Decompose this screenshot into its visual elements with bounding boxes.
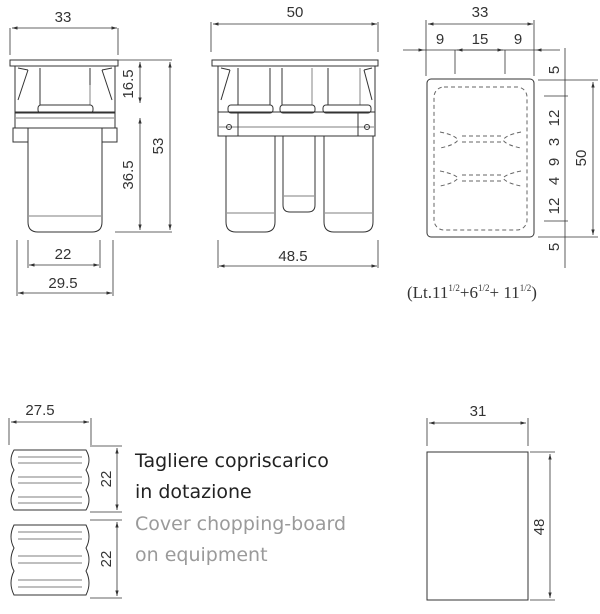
dim-right-seg: 5	[546, 243, 563, 251]
side-view: 33 16.5 36.5 53 22 29.5	[9, 9, 172, 296]
dim-right-seg: 12	[546, 198, 563, 215]
lid	[9, 59, 119, 67]
top-view: 33 9 15 9 50 5 12 3 9 4 12 5 (Lt.111/2+6…	[403, 4, 598, 302]
dim-plan-width: 31	[470, 403, 487, 420]
pot-right	[323, 135, 374, 233]
dim-base-outer: 29.5	[48, 275, 77, 292]
dim-base-inner: 22	[55, 246, 72, 263]
pan-outline	[426, 78, 535, 238]
english-label-line2: on equipment	[135, 544, 268, 566]
dim-seg-left: 9	[436, 31, 444, 48]
dim-right-seg: 9	[546, 158, 563, 166]
dim-plan-height: 48	[531, 519, 548, 536]
pot-middle	[282, 135, 316, 213]
english-label-line1: Cover chopping-board	[135, 513, 346, 535]
dim-board-height-a: 22	[98, 471, 115, 488]
dim-seg-right: 9	[514, 31, 522, 48]
dim-right-seg: 4	[546, 177, 563, 185]
dim-lower-height: 36.5	[120, 160, 137, 189]
dim-right-seg: 5	[546, 66, 563, 74]
chopping-boards: 27.5 22 22 Tagliere copriscarico in dota…	[8, 402, 346, 599]
board-plan-view: 31 48	[426, 403, 555, 601]
italian-label-line1: Tagliere copriscarico	[134, 450, 329, 472]
dim-side-width: 33	[55, 9, 72, 26]
dim-right-seg: 12	[546, 110, 563, 127]
dim-board-width: 27.5	[25, 402, 54, 419]
dim-right-seg: 3	[546, 138, 563, 146]
dim-board-height-b: 22	[98, 551, 115, 568]
board-plan-rect	[426, 451, 529, 601]
dim-top-width: 33	[472, 4, 489, 21]
upper-body	[14, 65, 116, 113]
dim-seg-mid: 15	[472, 31, 489, 48]
dim-front-bottom-width: 48.5	[278, 248, 307, 265]
capacity-caption: (Lt.111/2+61/2+ 111/2)	[407, 283, 537, 302]
board-b	[10, 524, 90, 596]
dim-top-depth: 50	[573, 150, 590, 167]
italian-label-line2: in dotazione	[135, 481, 252, 503]
front-view: 50 48.5	[210, 4, 379, 268]
board-a	[10, 449, 90, 511]
dim-upper-height: 16.5	[120, 69, 137, 98]
pot-left	[225, 135, 276, 233]
pot	[27, 127, 103, 233]
dim-total-height: 53	[150, 138, 167, 155]
dim-front-width: 50	[287, 4, 304, 21]
